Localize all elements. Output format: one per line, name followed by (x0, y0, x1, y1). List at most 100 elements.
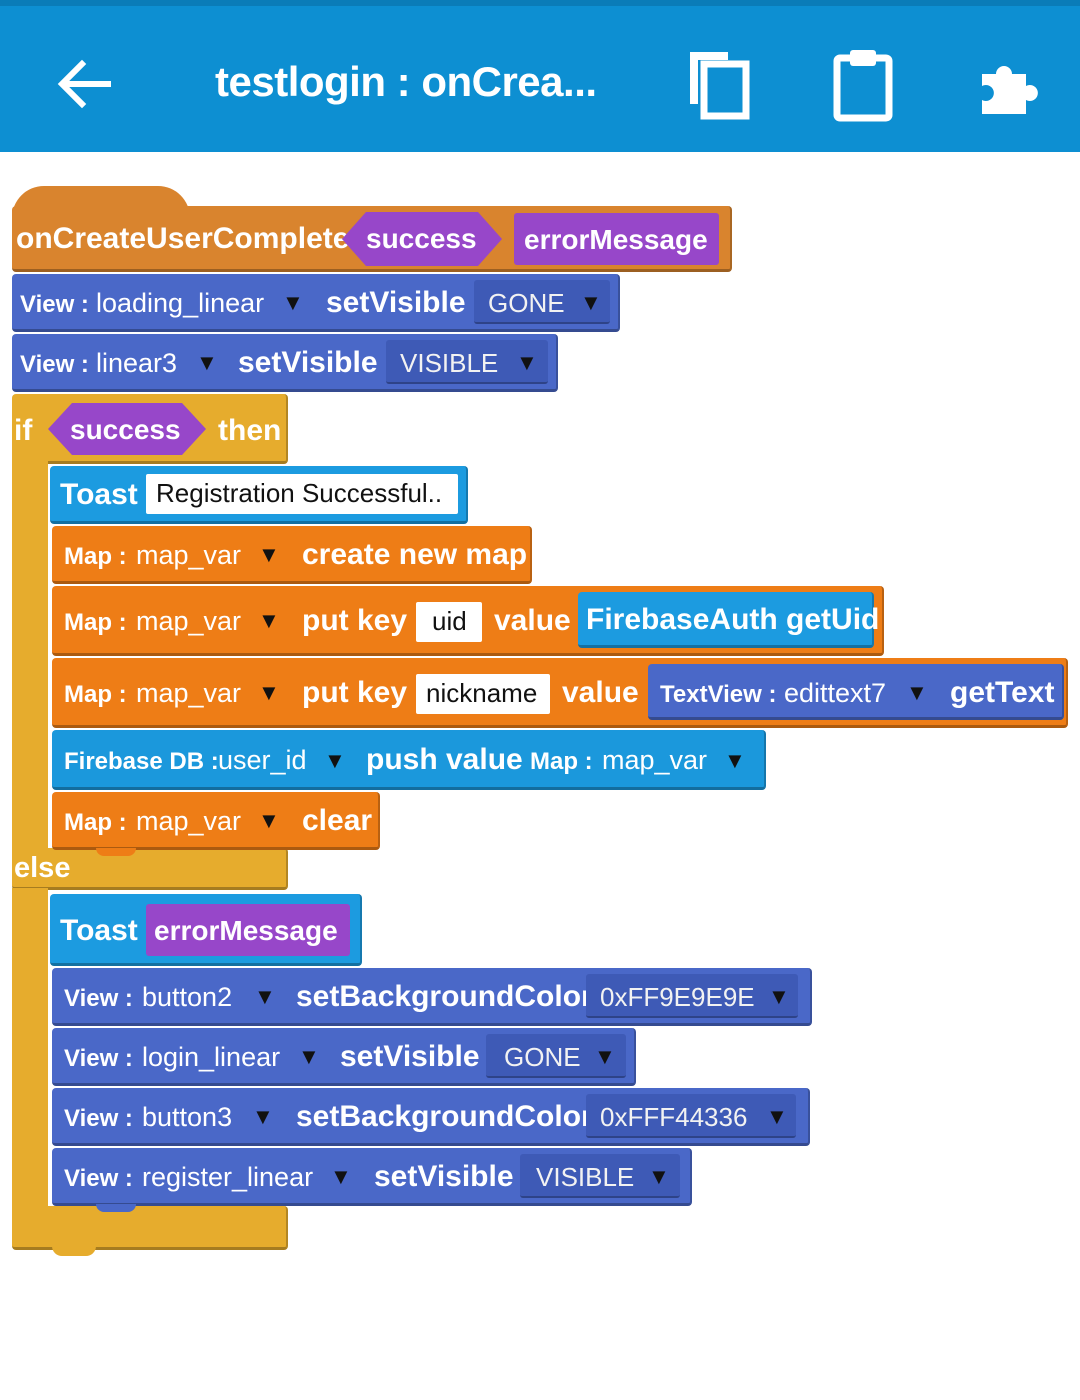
color-dropdown[interactable]: 0xFFF44336 ▼ (586, 1094, 796, 1138)
event-block[interactable]: onCreateUserComplete success errorMessag… (12, 206, 732, 272)
component-name[interactable]: edittext7 (784, 678, 887, 708)
block-notch (96, 848, 136, 856)
put-key-label: put key (302, 604, 408, 637)
triangle-down-icon[interactable]: ▼ (258, 542, 280, 567)
page-title: testlogin : onCrea... (215, 58, 597, 105)
paste-button[interactable] (828, 46, 900, 122)
method-label: setBackgroundColor (296, 1100, 593, 1133)
component-name[interactable]: button2 (142, 982, 233, 1012)
block-toast-error[interactable]: Toast errorMessage (50, 894, 362, 966)
triangle-down-icon[interactable]: ▼ (258, 680, 280, 705)
if-block-header[interactable]: if success then (12, 394, 288, 464)
block-map-create[interactable]: Map : map_var ▼ create new map (52, 526, 532, 584)
visibility-dropdown[interactable]: GONE ▼ (486, 1034, 626, 1078)
color-dropdown[interactable]: 0xFF9E9E9E ▼ (586, 974, 798, 1018)
block-prefix: View : (64, 1105, 133, 1132)
block-prefix: Map : (64, 681, 127, 708)
triangle-down-icon[interactable]: ▼ (906, 680, 928, 705)
method-label: setVisible (238, 346, 378, 379)
block-label: FirebaseAuth getUid (586, 603, 880, 636)
block-prefix: View : (20, 351, 89, 378)
triangle-down-icon: ▼ (766, 1104, 788, 1129)
block-map-put-nickname[interactable]: Map : map_var ▼ put key nickname value T… (52, 658, 1068, 728)
block-prefix: Firebase DB : (64, 748, 219, 775)
component-name[interactable]: map_var (136, 540, 242, 570)
triangle-down-icon: ▼ (648, 1164, 670, 1189)
component-name[interactable]: map_var (136, 806, 242, 836)
component-name[interactable]: register_linear (142, 1162, 314, 1192)
component-name[interactable]: map_var (602, 745, 708, 775)
textview-gettext-block[interactable]: TextView : edittext7 ▼ getText (648, 664, 1064, 720)
block-view-button3[interactable]: View : button3 ▼ setBackgroundColor 0xFF… (52, 1088, 810, 1146)
block-view-button2[interactable]: View : button2 ▼ setBackgroundColor 0xFF… (52, 968, 812, 1026)
toast-param-errormessage[interactable]: errorMessage (146, 904, 350, 956)
block-notch (96, 1204, 136, 1212)
method-label: setVisible (340, 1040, 480, 1073)
arrow-left-icon (57, 59, 111, 109)
block-map-put-uid[interactable]: Map : map_var ▼ put key uid value Fireba… (52, 586, 884, 656)
triangle-down-icon: ▼ (768, 984, 790, 1009)
triangle-down-icon[interactable]: ▼ (298, 1044, 320, 1069)
event-param-errormessage[interactable]: errorMessage (514, 213, 719, 265)
component-name[interactable]: map_var (136, 678, 242, 708)
triangle-down-icon[interactable]: ▼ (324, 748, 346, 773)
toast-text-input[interactable]: Registration Successful.. (146, 474, 458, 514)
block-toast-success[interactable]: Toast Registration Successful.. (50, 466, 468, 524)
triangle-down-icon[interactable]: ▼ (330, 1164, 352, 1189)
put-key-label: put key (302, 676, 408, 709)
puzzle-icon (982, 66, 1038, 114)
param-label: errorMessage (154, 915, 338, 946)
toast-label: Toast (60, 914, 138, 947)
triangle-down-icon[interactable]: ▼ (258, 608, 280, 633)
component-name[interactable]: user_id (218, 745, 307, 775)
puzzle-button[interactable] (978, 52, 1038, 118)
method-label: clear (302, 804, 373, 837)
then-label: then (218, 414, 282, 447)
triangle-down-icon: ▼ (594, 1044, 616, 1069)
triangle-down-icon[interactable]: ▼ (282, 290, 304, 315)
method-label: setVisible (326, 286, 466, 319)
component-name[interactable]: login_linear (142, 1042, 281, 1072)
method-label: getText (950, 676, 1055, 709)
value-label: value (494, 604, 571, 637)
param-label: errorMessage (524, 224, 708, 255)
component-name[interactable]: map_var (136, 606, 242, 636)
block-view-register-linear[interactable]: View : register_linear ▼ setVisible VISI… (52, 1148, 692, 1206)
key-input[interactable]: nickname (416, 674, 550, 714)
firebaseauth-getuid-block[interactable]: FirebaseAuth getUid (578, 592, 879, 648)
visibility-dropdown[interactable]: VISIBLE ▼ (520, 1154, 680, 1198)
component-name[interactable]: linear3 (96, 348, 178, 378)
block-prefix: View : (20, 291, 89, 318)
triangle-down-icon[interactable]: ▼ (254, 984, 276, 1009)
copy-button[interactable] (682, 46, 754, 122)
else-rail (12, 888, 48, 1212)
triangle-down-icon[interactable]: ▼ (724, 748, 746, 773)
app-bar: testlogin : onCrea... (0, 0, 1080, 152)
event-param-success[interactable]: success (342, 212, 502, 266)
visibility-dropdown[interactable]: GONE ▼ (474, 280, 610, 324)
method-label: setVisible (374, 1160, 514, 1193)
block-prefix: Map : (64, 543, 127, 570)
block-firebase-push[interactable]: Firebase DB : user_id ▼ push value Map :… (52, 730, 766, 790)
dropdown-value: GONE (504, 1042, 581, 1072)
else-block-header[interactable]: else (12, 848, 288, 890)
clipboard-icon (833, 50, 893, 122)
triangle-down-icon: ▼ (580, 290, 602, 315)
else-label: else (14, 852, 71, 884)
back-button[interactable] (52, 52, 116, 116)
if-rail (12, 460, 48, 852)
triangle-down-icon[interactable]: ▼ (196, 350, 218, 375)
block-view-loading-linear[interactable]: View : loading_linear ▼ setVisible GONE … (12, 274, 620, 332)
param-label: success (70, 414, 181, 445)
condition-success[interactable]: success (48, 403, 206, 455)
key-input[interactable]: uid (416, 602, 482, 642)
block-view-linear3[interactable]: View : linear3 ▼ setVisible VISIBLE ▼ (12, 334, 558, 392)
component-name[interactable]: button3 (142, 1102, 233, 1132)
component-name[interactable]: loading_linear (96, 288, 265, 318)
triangle-down-icon[interactable]: ▼ (252, 1104, 274, 1129)
visibility-dropdown[interactable]: VISIBLE ▼ (386, 340, 548, 384)
block-view-login-linear[interactable]: View : login_linear ▼ setVisible GONE ▼ (52, 1028, 636, 1086)
block-prefix: View : (64, 1165, 133, 1192)
block-map-clear[interactable]: Map : map_var ▼ clear (52, 792, 380, 850)
triangle-down-icon[interactable]: ▼ (258, 808, 280, 833)
